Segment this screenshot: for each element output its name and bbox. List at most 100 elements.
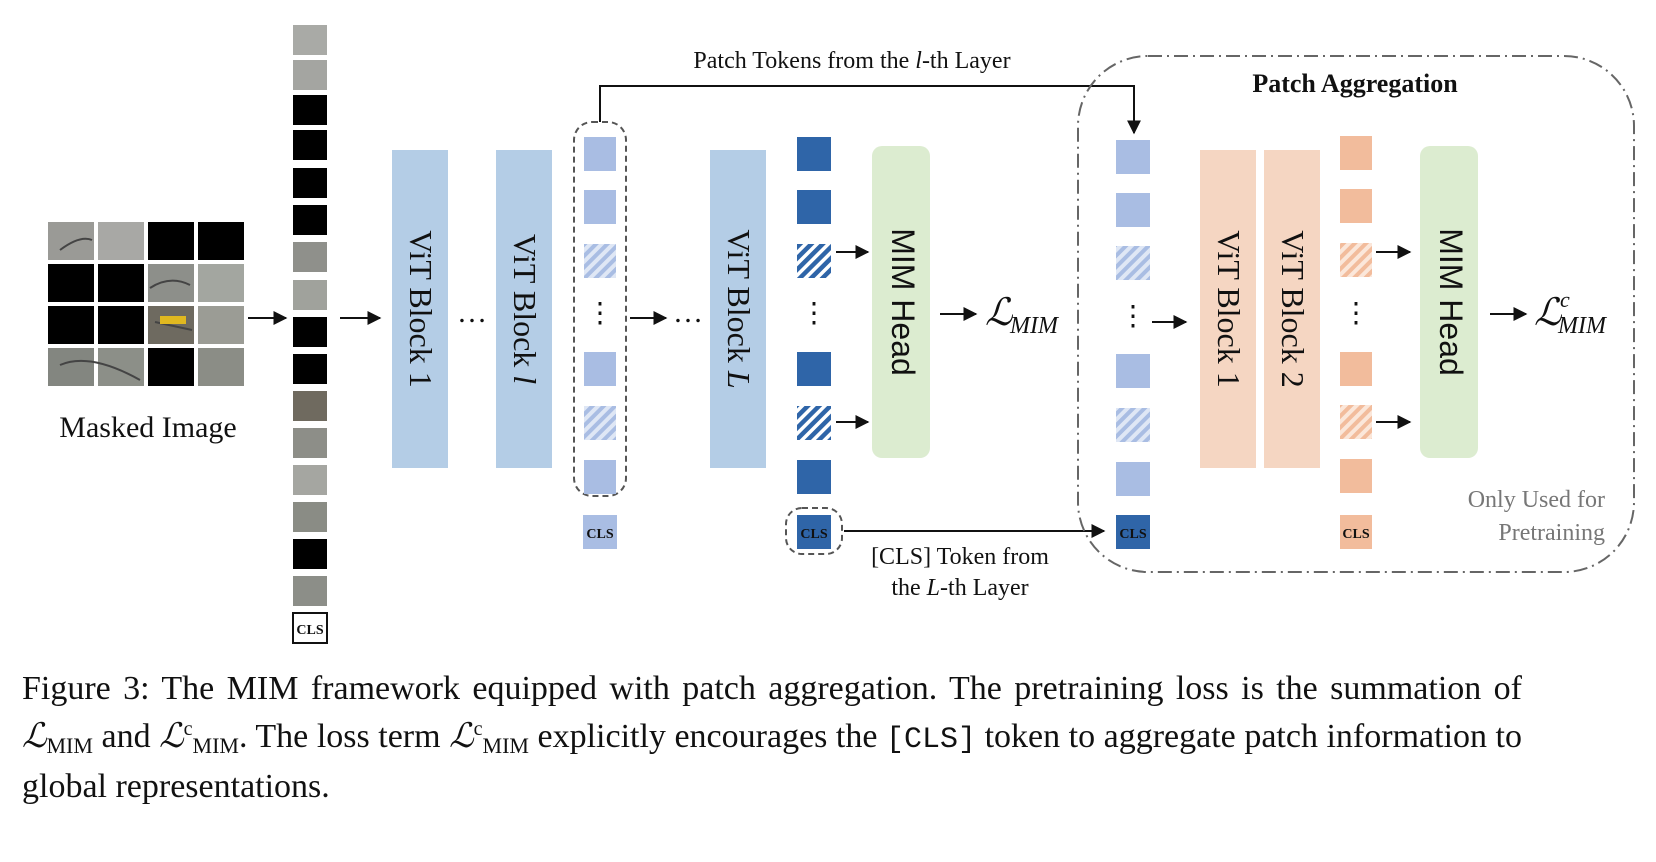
vit-block-L [710,150,766,468]
caption-loss-supsub: cMIM [184,709,239,766]
loss-mim-c-symbol: ℒ [1534,290,1563,334]
patch-tokens-label: Patch Tokens from the l-th Layer [693,48,1010,74]
masked-token [1340,405,1372,439]
caption-loss-supsub: cMIM [474,709,529,766]
image-patch [198,348,244,386]
caption-loss-symbol: ℒ [22,716,47,756]
cls-token-agg [1116,515,1150,549]
masked-patch [198,222,244,260]
token [1116,193,1150,227]
agg-vit-block-2 [1264,150,1320,468]
token [584,352,616,386]
masked-token [584,406,616,440]
patch-aggregation-title: Patch Aggregation [1252,69,1458,98]
mim-head-2-label: MIM Head [1433,228,1469,376]
caption-text: token to aggregate patch information to … [22,718,1522,805]
masked-token [797,244,831,278]
token [584,190,616,224]
masked-patch [98,306,144,344]
image-token [293,25,327,55]
image-token [293,391,327,421]
image-token [293,465,327,495]
agg-vit-block-2-label: ViT Block 2 [1275,230,1311,387]
masked-patch [148,222,194,260]
loss-mim-c-sub: MIM [1557,313,1608,339]
cls-token-L-outline [785,507,843,555]
vit-block-1-label: ViT Block 1 [403,230,439,387]
cls-token-label-line1: [CLS] Token from [871,544,1049,570]
masked-token [1340,243,1372,277]
loss-mim-sub: MIM [1009,313,1060,339]
token [584,137,616,171]
masked-token [1116,408,1150,442]
token [1340,459,1372,493]
image-token [293,60,327,90]
vdots: ⋮ [586,298,614,329]
token [1116,140,1150,174]
vit-block-1 [392,150,448,468]
cls-token-label-line2: the L-th Layer [891,575,1028,601]
cls-token-l [583,515,617,549]
token [797,137,831,171]
masked-patch [48,264,94,302]
mim-head-2 [1420,146,1478,458]
Lth-layer-tokens: ⋮ CLS [785,137,843,555]
masked-token [293,168,327,198]
masked-token [293,539,327,569]
only-used-label-line1: Only Used for [1468,487,1605,513]
caption-loss-sup: c [183,718,193,740]
image-token [293,280,327,310]
token [797,352,831,386]
aggregation-output-tokens: ⋮ CLS [1340,136,1372,549]
caption-loss-symbol: ℒ [449,716,474,756]
vdots: ⋮ [800,298,828,329]
masked-patch [148,348,194,386]
lth-layer-tokens: ⋮ CLS [583,137,617,549]
caption-text: explicitly encourages the [528,718,887,755]
vdots: ⋮ [1342,298,1370,329]
caption-cls-code: [CLS] [886,723,977,757]
token-column: CLS [292,25,328,644]
token [1340,136,1372,170]
caption-text: Figure 3: The MIM framework equipped wit… [22,670,1522,707]
ellipsis: … [457,296,487,329]
image-token [293,502,327,532]
token [584,460,616,494]
caption-loss-sup: c [473,718,483,740]
masked-image-label: Masked Image [59,411,236,444]
vit-block-L-label: ViT Block L [721,229,757,388]
ellipsis: … [673,296,703,329]
masked-token [584,244,616,278]
caption-text: . The loss term [238,718,450,755]
mim-framework-diagram: Masked Image CLS ViT Block 1 … ViT Block… [48,25,1635,644]
loss-mim: ℒ MIM [985,290,1060,339]
token [797,460,831,494]
image-patch [98,348,144,386]
caption-loss-symbol: ℒ [159,716,184,756]
masked-token [293,95,327,125]
vdots: ⋮ [1119,301,1147,332]
masked-image-grid [48,222,244,386]
masked-token [1116,246,1150,280]
image-token [293,242,327,272]
image-patch [98,222,144,260]
vit-block-l-label: ViT Block l [507,234,543,384]
cls-token-peach-label: CLS [1342,527,1369,542]
token [1340,189,1372,223]
masked-patch [48,306,94,344]
image-patch [48,348,94,386]
lth-layer-tokens-outline [573,121,627,497]
agg-vit-block-1 [1200,150,1256,468]
figure-caption: Figure 3: The MIM framework equipped wit… [22,668,1522,807]
loss-mim-symbol: ℒ [985,290,1014,334]
cls-token-L-label: CLS [800,527,827,542]
only-used-label-line2: Pretraining [1498,520,1605,546]
caption-text: and [92,718,160,755]
cls-token-agg-label: CLS [1119,527,1146,542]
masked-token [293,130,327,160]
caption-loss-sub: MIM [46,733,93,758]
image-patch [48,222,94,260]
image-patch [198,264,244,302]
cls-token-input [292,612,328,644]
mim-head-1 [872,146,930,458]
